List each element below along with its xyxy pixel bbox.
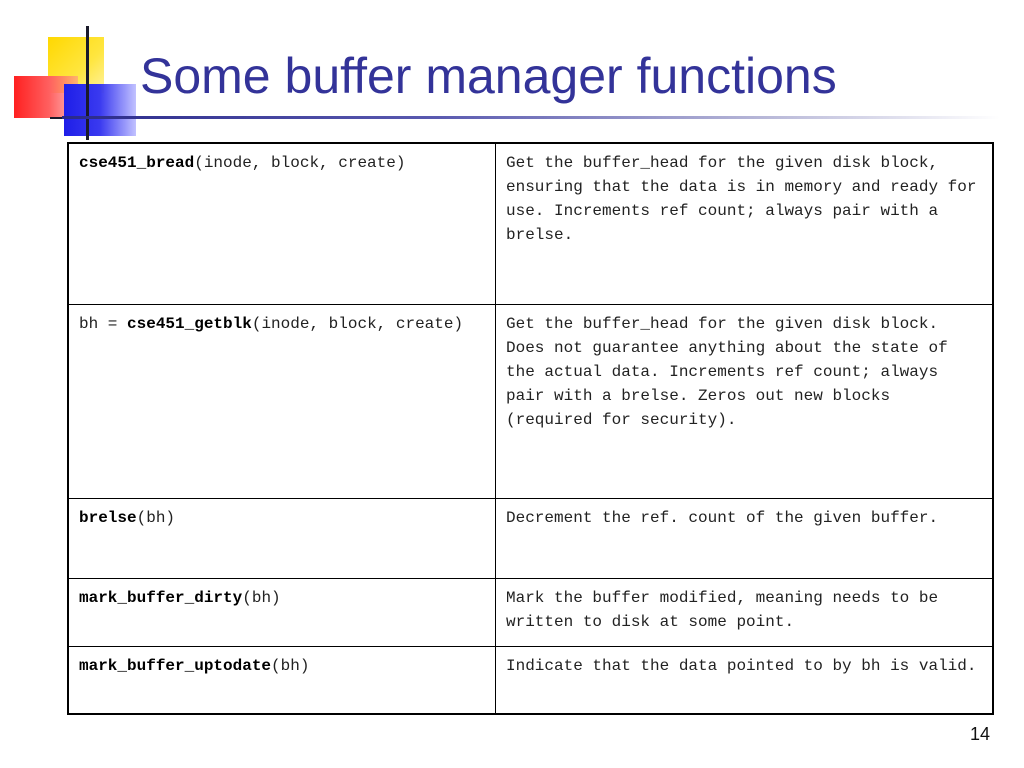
- function-args: (bh): [136, 508, 176, 527]
- function-prefix: bh =: [79, 314, 128, 333]
- function-args: (inode, block, create): [251, 314, 464, 333]
- function-signature-cell: bh = cse451_getblk(inode, block, create): [67, 303, 496, 499]
- function-description-cell: Get the buffer_head for the given disk b…: [495, 142, 994, 305]
- table-row: mark_buffer_uptodate(bh) Indicate that t…: [67, 645, 994, 715]
- function-name: brelse: [79, 508, 137, 527]
- logo-vertical-line: [86, 26, 89, 140]
- function-name: cse451_bread: [79, 154, 195, 172]
- function-name: mark_buffer_uptodate: [79, 656, 272, 675]
- function-args: (bh): [242, 588, 281, 607]
- function-name: mark_buffer_dirty: [79, 588, 243, 607]
- function-signature-cell: mark_buffer_uptodate(bh): [67, 645, 496, 715]
- title-underline: [62, 116, 1000, 119]
- function-name: cse451_getblk: [127, 314, 252, 333]
- function-signature-cell: brelse(bh): [67, 497, 496, 579]
- page-number: 14: [969, 724, 990, 744]
- function-description-cell: Indicate that the data pointed to by bh …: [495, 645, 994, 715]
- function-description-cell: Mark the buffer modified, meaning needs …: [495, 577, 994, 647]
- function-args: (inode, block, create): [194, 154, 406, 172]
- table-row: brelse(bh) Decrement the ref. count of t…: [67, 497, 994, 579]
- function-args: (bh): [271, 656, 310, 675]
- function-signature-cell: cse451_bread(inode, block, create): [67, 142, 496, 305]
- table-row: cse451_bread(inode, block, create) Get t…: [67, 142, 994, 305]
- functions-table: cse451_bread(inode, block, create) Get t…: [67, 142, 994, 715]
- slide-title: Some buffer manager functions: [140, 48, 837, 104]
- table-row: bh = cse451_getblk(inode, block, create)…: [67, 303, 994, 499]
- function-signature-cell: mark_buffer_dirty(bh): [67, 577, 496, 647]
- logo-blue-square: [64, 84, 136, 136]
- function-description-cell: Get the buffer_head for the given disk b…: [495, 303, 994, 499]
- function-description-cell: Decrement the ref. count of the given bu…: [495, 497, 994, 579]
- table-row: mark_buffer_dirty(bh) Mark the buffer mo…: [67, 577, 994, 647]
